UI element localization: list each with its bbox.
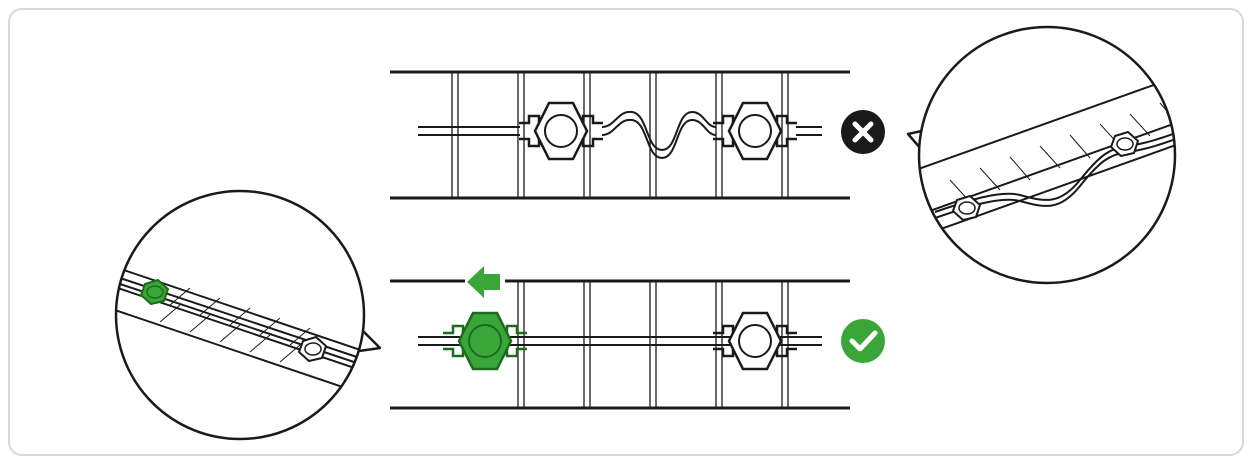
clip-white-zoom-right xyxy=(1109,130,1140,158)
left-arrow-icon xyxy=(467,266,500,298)
wire-slack xyxy=(418,110,822,160)
clip-white-zoom xyxy=(297,335,328,363)
clip-moved-green xyxy=(441,311,529,371)
strip-grid xyxy=(451,72,789,198)
x-circle-icon xyxy=(841,110,885,154)
panel-incorrect xyxy=(390,70,850,200)
clip-right xyxy=(711,311,799,371)
check-circle-icon xyxy=(841,319,885,363)
clip-right xyxy=(711,101,799,161)
clip-white-zoom-left xyxy=(951,194,982,222)
zoom-callout-incorrect xyxy=(906,25,1177,285)
clip-green-zoom xyxy=(139,278,170,306)
zoom-callout-correct xyxy=(114,189,382,441)
panel-correct xyxy=(390,279,850,410)
